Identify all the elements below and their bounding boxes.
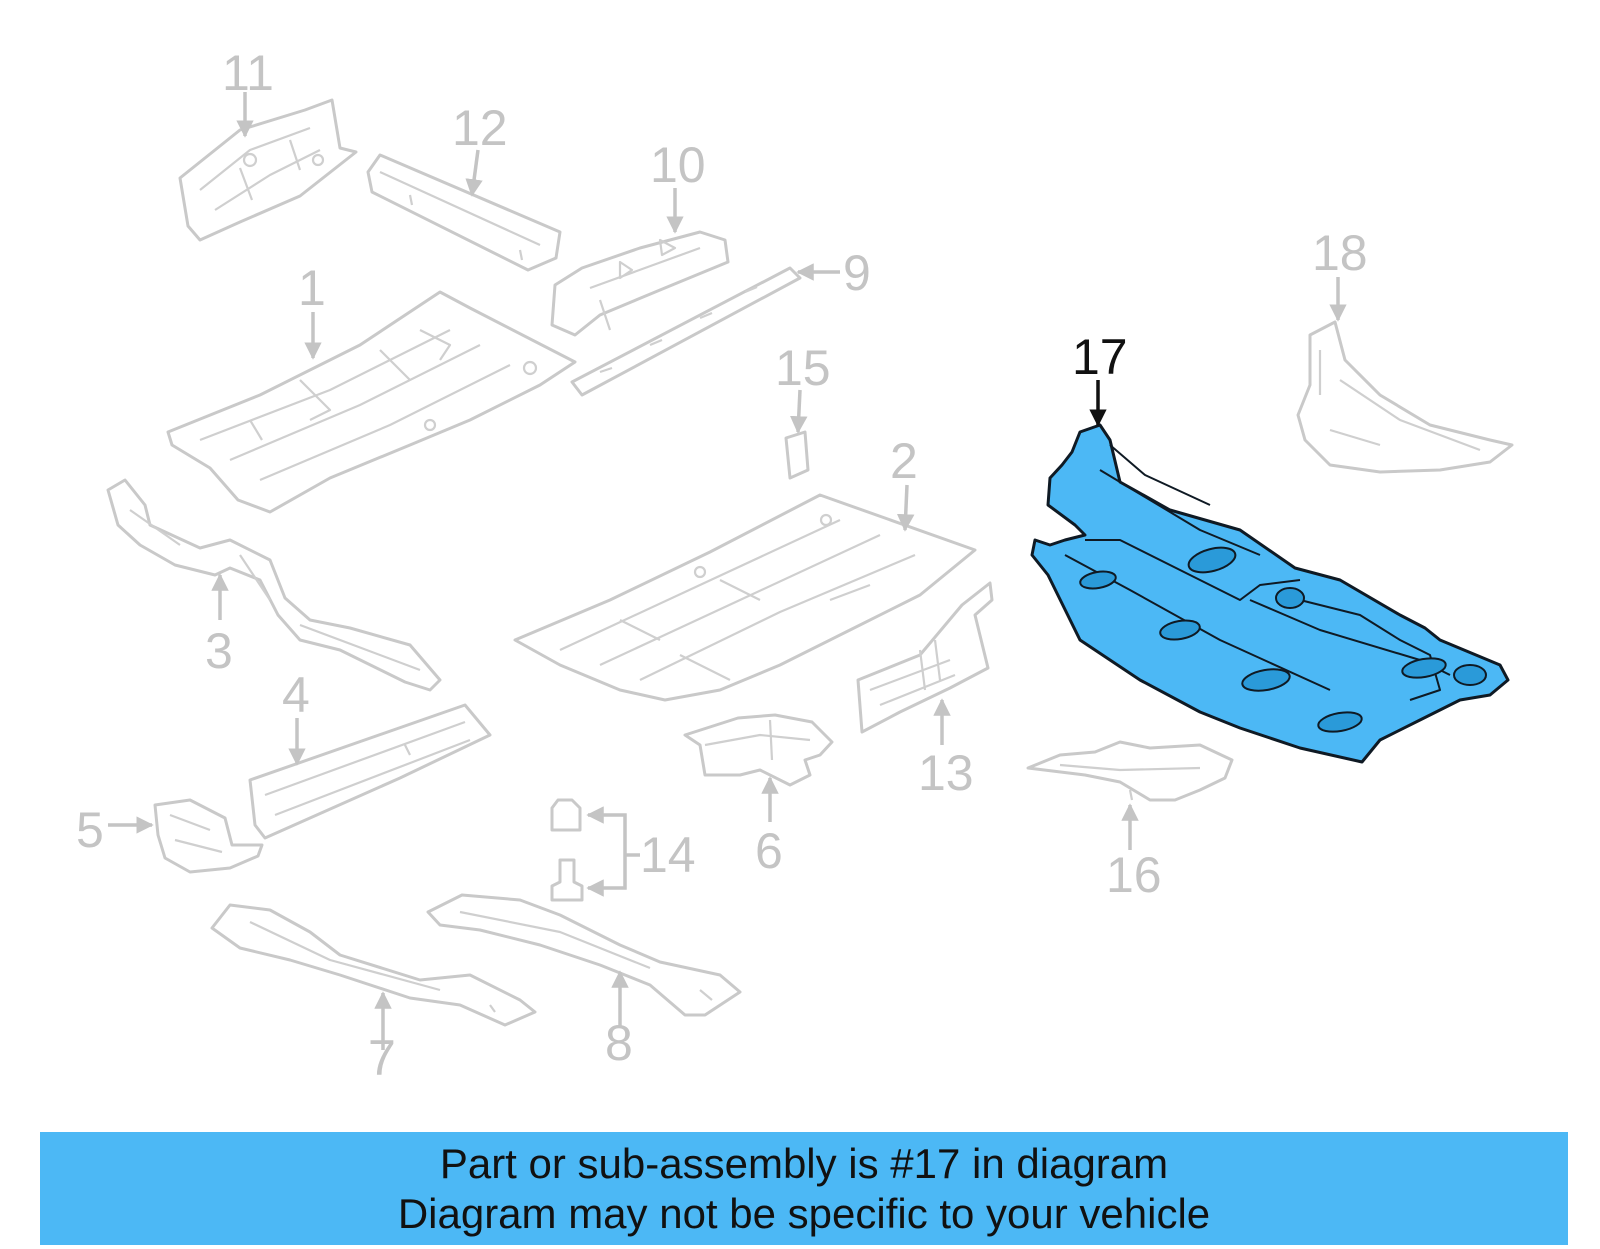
banner-line-part: Part or sub-assembly is #17 in diagram — [439, 1139, 1169, 1187]
part-15[interactable] — [784, 430, 810, 480]
callout-16[interactable]: 16 — [1106, 847, 1162, 903]
callout-10[interactable]: 10 — [650, 137, 706, 193]
part-5[interactable] — [153, 798, 264, 874]
callout-14[interactable]: 14 — [640, 827, 696, 883]
part-7[interactable] — [210, 903, 537, 1027]
callout-4[interactable]: 4 — [282, 667, 310, 723]
parts-diagram: 11 12 10 9 1 3 4 5 — [76, 45, 1514, 1086]
callout-7[interactable]: 7 — [368, 1030, 396, 1086]
callout-9[interactable]: 9 — [843, 245, 871, 301]
part-11[interactable] — [178, 98, 358, 242]
part-2[interactable] — [513, 493, 977, 702]
callout-17[interactable]: 17 — [1072, 329, 1128, 385]
callout-5[interactable]: 5 — [76, 802, 104, 858]
part-12[interactable] — [366, 153, 562, 272]
part-16[interactable] — [1026, 740, 1234, 802]
callout-15[interactable]: 15 — [775, 340, 831, 396]
part-4[interactable] — [248, 703, 492, 840]
callout-8[interactable]: 8 — [605, 1015, 633, 1071]
part-6[interactable] — [683, 713, 834, 787]
part-3[interactable] — [106, 478, 442, 692]
part-1[interactable] — [166, 290, 577, 514]
callout-2[interactable]: 2 — [890, 433, 918, 489]
callout-18[interactable]: 18 — [1312, 225, 1368, 281]
callout-6[interactable]: 6 — [755, 823, 783, 879]
banner-line-disclaimer: Diagram may not be specific to your vehi… — [397, 1189, 1211, 1237]
info-banner: Part or sub-assembly is #17 in diagram D… — [40, 1132, 1568, 1245]
part-13[interactable] — [856, 581, 994, 734]
callout-11[interactable]: 11 — [222, 45, 274, 101]
part-14[interactable] — [550, 798, 584, 902]
part-17[interactable] — [1030, 423, 1510, 764]
callout-12[interactable]: 12 — [452, 100, 508, 156]
callout-3[interactable]: 3 — [205, 623, 233, 679]
part-8[interactable] — [426, 893, 742, 1017]
callout-1[interactable]: 1 — [298, 260, 326, 316]
part-10[interactable] — [550, 230, 730, 337]
callout-13[interactable]: 13 — [918, 745, 974, 801]
part-18[interactable] — [1296, 320, 1514, 474]
